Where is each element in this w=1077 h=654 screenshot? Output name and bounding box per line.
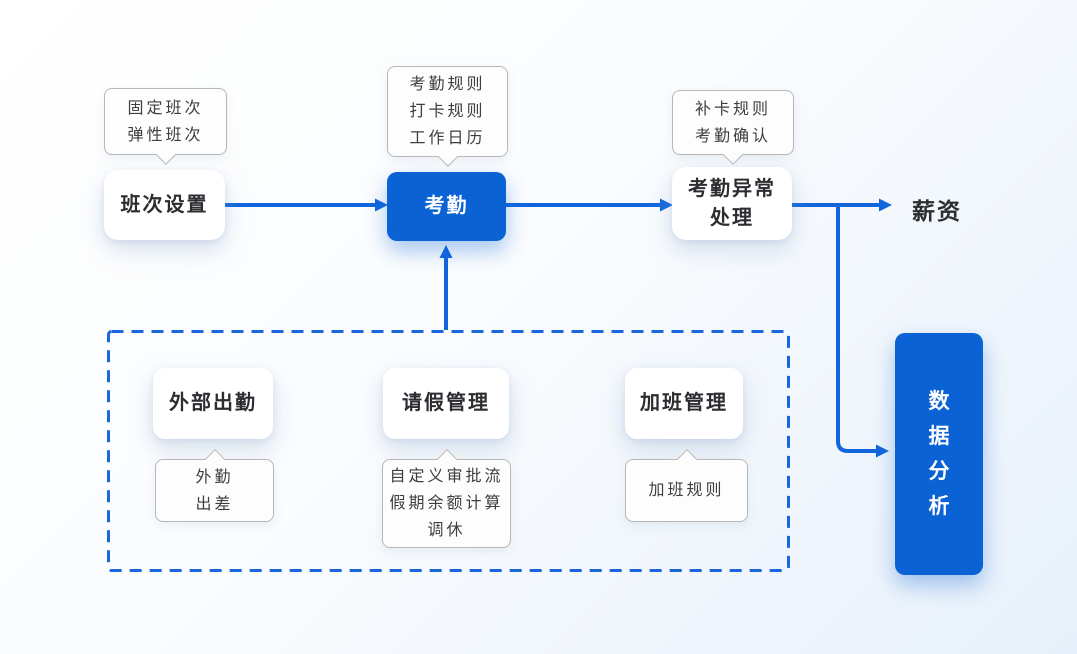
callout-field-attendance-text: 外勤 出差 — [195, 468, 234, 513]
node-exception-handling-label: 考勤异常 处理 — [688, 177, 776, 229]
node-overtime-management-label: 加班管理 — [640, 392, 728, 414]
node-data-analysis-label: 数据分析 — [928, 390, 950, 518]
node-salary-label: 薪资 — [912, 198, 962, 224]
callout-exception-rules-text: 补卡规则 考勤确认 — [694, 100, 771, 145]
callout-overtime-management: 加班规则 — [625, 449, 748, 522]
callout-leave-management: 自定义审批流 假期余额计算 调休 — [382, 449, 511, 548]
arrow-branch-to-data-analysis-head — [876, 444, 889, 458]
callout-attendance-rules: 考勤规则 打卡规则 工作日历 — [387, 66, 508, 167]
callout-shift-types: 固定班次 弹性班次 — [104, 88, 227, 165]
node-shift-settings-label: 班次设置 — [120, 193, 209, 216]
node-leave-management-label: 请假管理 — [402, 392, 490, 414]
node-exception-handling: 考勤异常 处理 — [672, 167, 792, 240]
node-shift-settings: 班次设置 — [104, 170, 225, 240]
node-overtime-management: 加班管理 — [625, 368, 743, 439]
arrow-attendance-to-exception-head — [660, 198, 673, 212]
node-field-attendance-label: 外部出勤 — [169, 392, 257, 414]
arrow-submodules-to-attendance-head — [439, 245, 453, 258]
arrow-exception-to-salary-head — [879, 198, 892, 212]
node-field-attendance: 外部出勤 — [153, 368, 273, 439]
node-attendance-label: 考勤 — [424, 195, 469, 217]
callout-overtime-management-text: 加班规则 — [648, 482, 725, 499]
callout-attendance-rules-text: 考勤规则 打卡规则 工作日历 — [409, 76, 486, 147]
node-attendance: 考勤 — [387, 172, 506, 241]
submodule-group-border — [107, 330, 790, 572]
callout-exception-rules: 补卡规则 考勤确认 — [672, 90, 794, 165]
callout-shift-types-text: 固定班次 弹性班次 — [127, 99, 204, 144]
arrow-branch-to-data-analysis-line — [836, 205, 876, 453]
arrow-shift-to-attendance-head — [375, 198, 388, 212]
callout-field-attendance: 外勤 出差 — [155, 449, 274, 522]
callout-leave-management-text: 自定义审批流 假期余额计算 调休 — [389, 468, 504, 539]
node-data-analysis: 数据分析 — [895, 333, 983, 575]
node-leave-management: 请假管理 — [383, 368, 509, 439]
